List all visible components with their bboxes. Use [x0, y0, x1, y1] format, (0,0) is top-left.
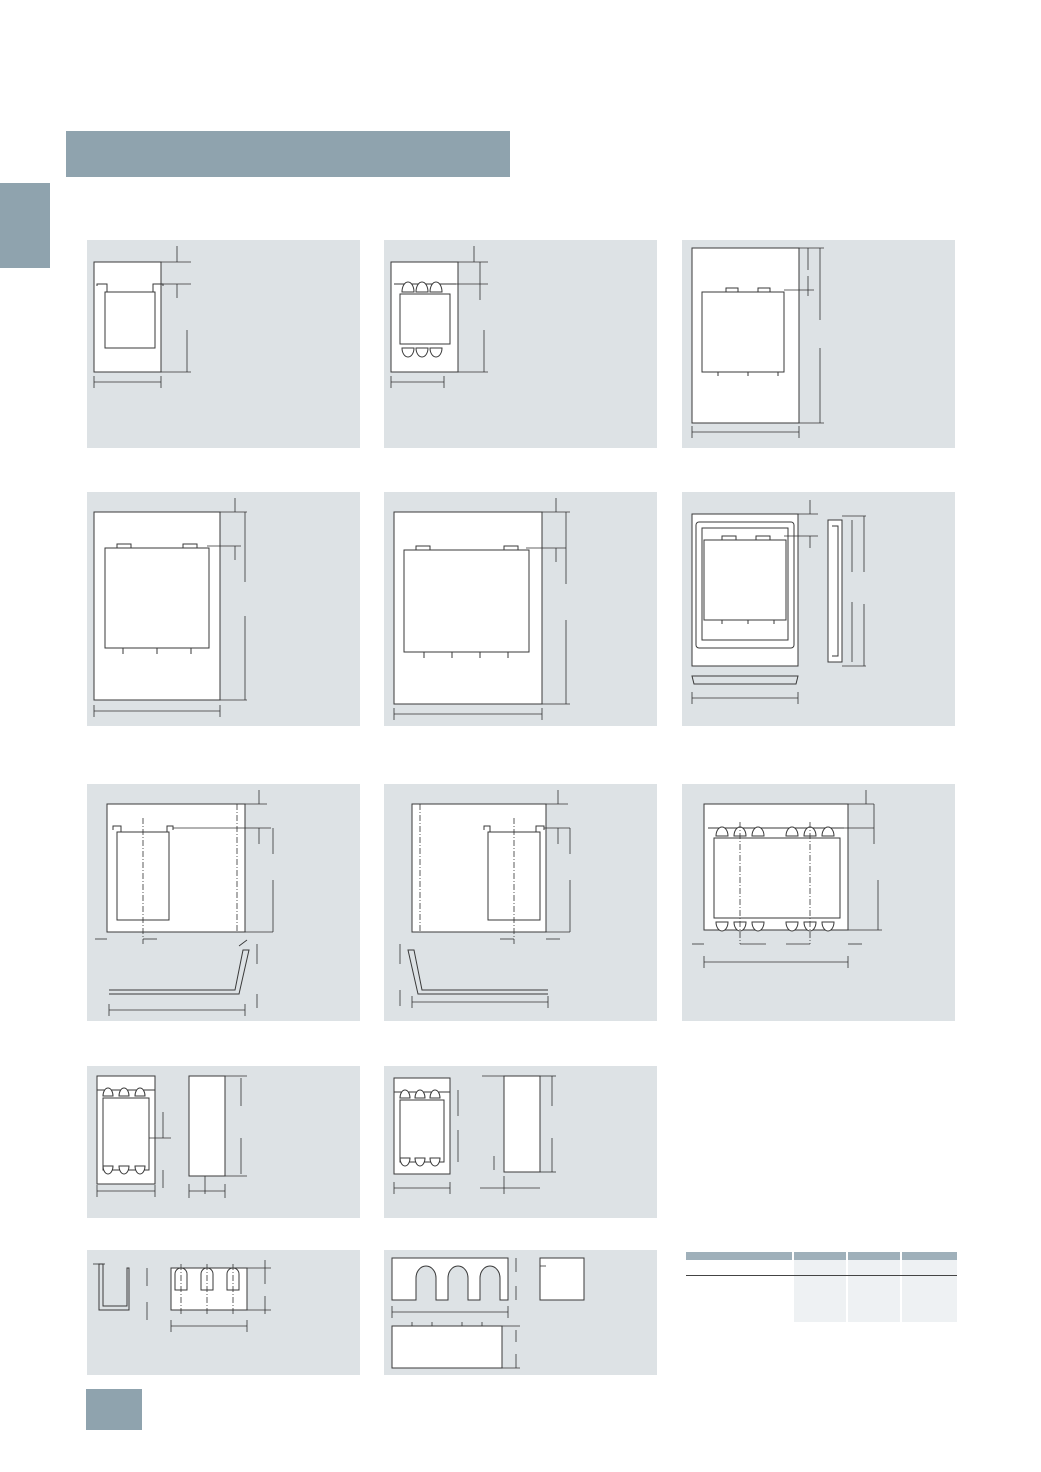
- drawing-1-terminal-cover-small: [87, 240, 360, 448]
- dimension-table: [686, 1252, 957, 1322]
- drawing-8-angled-cover-right: [384, 784, 657, 1021]
- drawing-13-insulating-shield: [384, 1250, 657, 1375]
- drawing-1-svg: [93, 246, 191, 388]
- drawing-8-svg: [399, 790, 571, 1008]
- drawing-9-terminal-cover-6-pole: [682, 784, 955, 1021]
- dimension-table-header-cell: [848, 1252, 900, 1260]
- dimension-table-header-cell: [794, 1252, 846, 1260]
- drawing-3-front-plate: [682, 240, 955, 448]
- drawing-3-svg: [691, 247, 824, 438]
- dimension-table-header-cell: [902, 1252, 957, 1260]
- drawing-11-terminal-cover-stepped-side-view: [384, 1066, 657, 1218]
- drawing-5-front-plate-large: [384, 492, 657, 726]
- dimension-table-rule: [686, 1275, 957, 1276]
- page-number-box: [86, 1389, 142, 1430]
- drawing-2-terminal-cover-3-pole: [384, 240, 657, 448]
- dimension-table-header-row: [686, 1252, 957, 1260]
- drawing-12-phase-barrier: [87, 1250, 360, 1375]
- drawing-10-svg: [96, 1075, 247, 1198]
- drawing-11-svg: [393, 1075, 556, 1194]
- side-tab-marker: [0, 183, 50, 268]
- drawing-10-terminal-cover-side-view: [87, 1066, 360, 1218]
- drawing-6-svg: [691, 500, 866, 704]
- drawing-7-svg: [95, 790, 274, 1016]
- dimension-table-header-cell: [686, 1252, 792, 1260]
- section-header-bar: [66, 131, 510, 177]
- drawing-12-svg: [93, 1260, 271, 1332]
- drawing-6-door-frame-with-profile: [682, 492, 955, 726]
- drawing-9-svg: [692, 790, 882, 968]
- dimension-table-body-cell: [848, 1260, 900, 1322]
- drawing-4-front-plate-medium: [87, 492, 360, 726]
- drawing-5-svg: [393, 498, 570, 720]
- drawing-13-svg: [391, 1257, 585, 1369]
- dimension-table-body-cell: [794, 1260, 846, 1322]
- drawing-4-svg: [93, 498, 247, 717]
- drawing-2-svg: [390, 246, 488, 388]
- dimension-table-body-cell: [902, 1260, 957, 1322]
- drawing-7-angled-cover-left: [87, 784, 360, 1021]
